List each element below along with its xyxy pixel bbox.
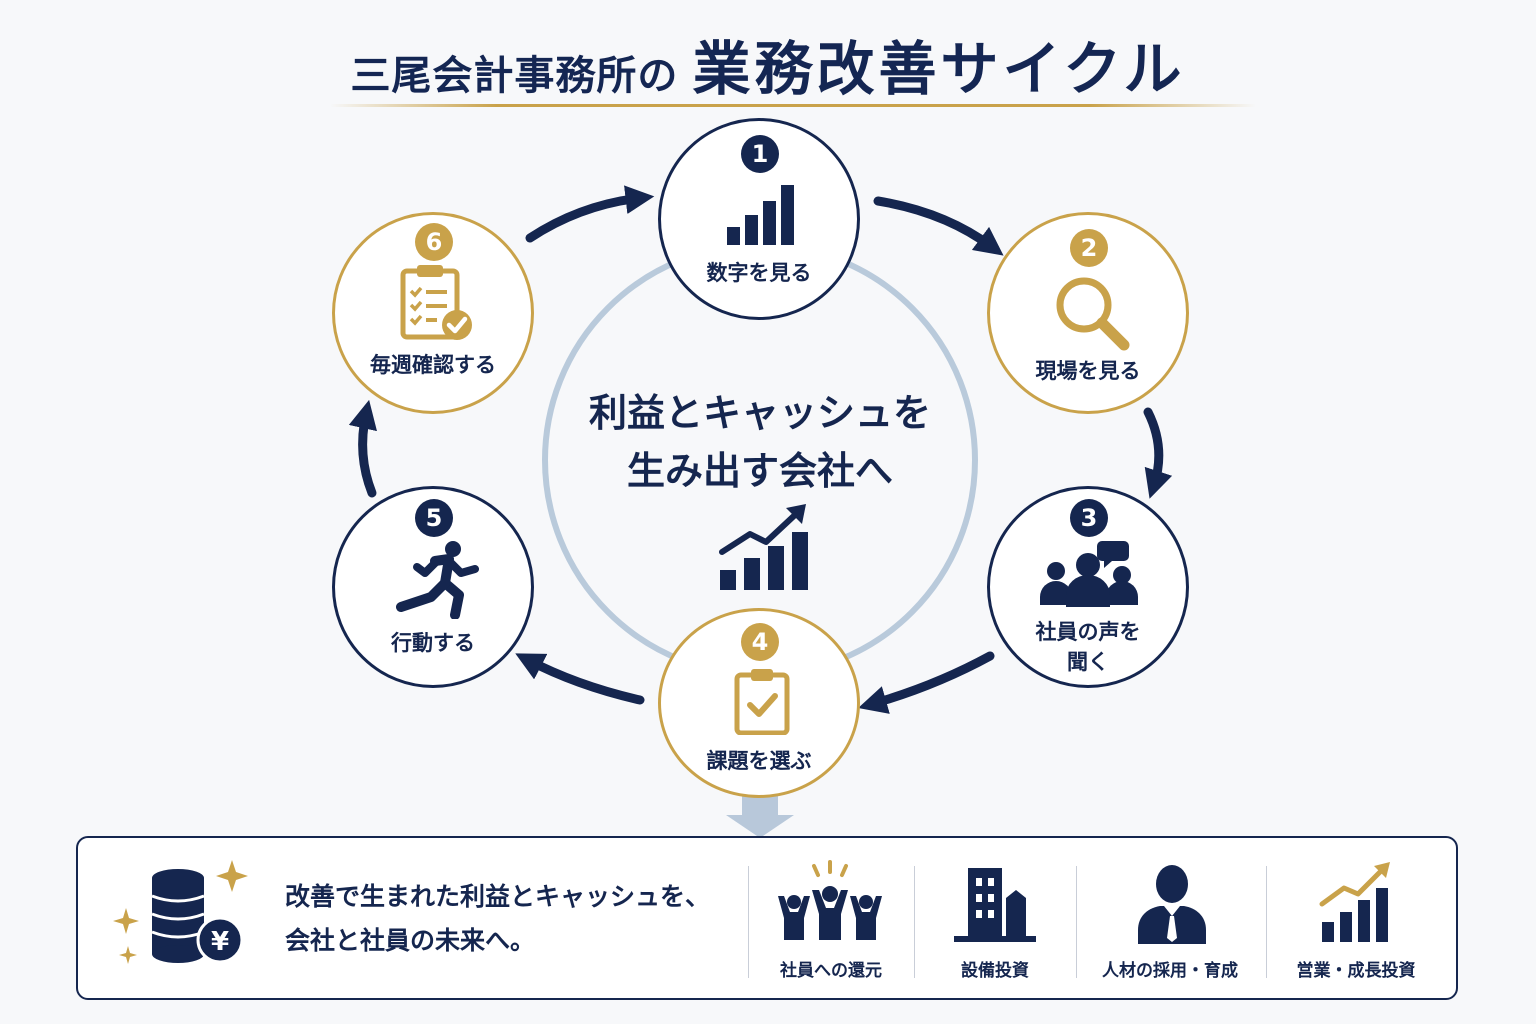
step-6-badge: 6 <box>415 223 453 261</box>
people-speech-icon <box>1040 541 1138 607</box>
title-prefix: 三尾会計事務所の <box>350 53 679 99</box>
step-1-label: 数字を見る <box>706 261 812 285</box>
step-6-label: 毎週確認する <box>370 353 496 377</box>
divider <box>1266 866 1267 978</box>
step-3-label-line-1: 社員の声を <box>1035 620 1141 644</box>
step-3-label: 社員の声を 聞く <box>990 617 1186 677</box>
svg-text:¥: ¥ <box>211 927 229 957</box>
outcome-label-capital-investment: 設備投資 <box>961 961 1029 981</box>
clipboard-check-icon <box>734 669 790 735</box>
bottom-line-1: 改善で生まれた利益とキャッシュを、 <box>285 882 711 911</box>
title-underline <box>330 104 1256 107</box>
step-2-badge: 2 <box>1070 229 1108 267</box>
building-icon <box>954 868 1036 942</box>
people-cheering-icon <box>778 860 882 940</box>
down-arrow <box>726 795 794 838</box>
step-4-circle: 4 課題を選ぶ <box>658 608 860 798</box>
step-3-circle: 3 社員の声を 聞く <box>987 486 1189 688</box>
bar-chart-icon <box>727 185 794 245</box>
magnifier-icon <box>1056 277 1130 351</box>
step-4-label: 課題を選ぶ <box>706 749 812 773</box>
outcome-label-hiring-training: 人材の採用・育成 <box>1102 961 1238 981</box>
step-4-badge: 4 <box>741 623 779 661</box>
center-line-2: 生み出す会社へ <box>626 449 893 493</box>
cycle-arrow-5-6 <box>348 399 377 498</box>
outcome-label-sales-growth: 営業・成長投資 <box>1296 961 1416 981</box>
cycle-arrow-2-3 <box>1143 407 1173 499</box>
outcome-label-employee-return: 社員への還元 <box>780 961 882 981</box>
coins-yen-icon: ¥ <box>113 860 248 964</box>
cycle-arrow-6-1 <box>525 185 655 243</box>
step-5-label: 行動する <box>391 631 475 655</box>
step-2-label: 現場を見る <box>1035 359 1141 383</box>
page-title: 三尾会計事務所の業務改善サイクル <box>0 22 1536 106</box>
running-person-icon <box>396 541 479 619</box>
step-1-badge: 1 <box>741 135 779 173</box>
step-5-circle: 5 行動する <box>332 486 534 688</box>
growth-chart-icon <box>1319 862 1390 942</box>
cycle-arrow-4-5 <box>515 653 645 705</box>
bottom-panel <box>76 836 1458 1000</box>
cycle-arrow-3-4 <box>858 651 995 714</box>
divider <box>914 866 915 978</box>
divider <box>748 866 749 978</box>
checklist-icon <box>400 265 472 340</box>
growth-chart-icon <box>719 504 808 590</box>
step-3-badge: 3 <box>1070 499 1108 537</box>
bottom-line-2: 会社と社員の未来へ。 <box>285 926 536 955</box>
businessman-icon <box>1138 865 1206 944</box>
step-3-label-line-2: 聞く <box>1067 650 1109 674</box>
step-1-circle: 1 数字を見る <box>658 118 860 320</box>
title-main: 業務改善サイクル <box>692 35 1186 103</box>
center-message: 利益とキャッシュを 生み出す会社へ <box>540 384 980 500</box>
step-5-badge: 5 <box>415 499 453 537</box>
center-line-1: 利益とキャッシュを <box>588 391 931 435</box>
bottom-message: 改善で生まれた利益とキャッシュを、 会社と社員の未来へ。 <box>285 875 745 963</box>
step-2-circle: 2 現場を見る <box>987 212 1189 414</box>
divider <box>1076 866 1077 978</box>
cycle-arrow-1-2 <box>873 196 1004 256</box>
step-6-circle: 6 毎週確認する <box>332 212 534 414</box>
